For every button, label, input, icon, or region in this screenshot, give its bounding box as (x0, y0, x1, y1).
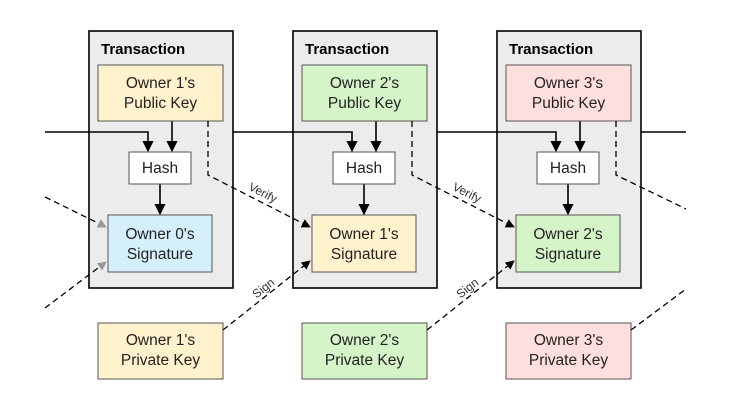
sign-arrow-in (44, 261, 107, 309)
signature-line-1: Owner 2's (533, 226, 603, 243)
verify-arrow-1 (207, 121, 311, 228)
chain-to-hash-arrow (293, 131, 358, 153)
signature-line-2: Signature (535, 246, 601, 263)
hash-box: Hash (332, 151, 396, 185)
sign-arrow-1 (222, 260, 311, 331)
public-key-line-2: Public Key (532, 95, 605, 112)
transaction-title: Transaction (509, 41, 593, 58)
private-key-line-1: Owner 3's (534, 332, 604, 349)
verify-label: Verify (450, 180, 483, 206)
signature-line-1: Owner 0's (125, 226, 195, 243)
verify-arrow-in (44, 196, 107, 228)
verify-arrow-out (615, 121, 687, 210)
private-key-box-owner-1: Owner 1's Private Key (97, 322, 224, 380)
signature-box-owner-1: Owner 1's Signature (311, 214, 417, 273)
chain-to-hash-arrow (497, 131, 562, 153)
hash-label: Hash (142, 160, 178, 177)
hash-label: Hash (346, 160, 382, 177)
public-key-line-1: Owner 3's (534, 75, 604, 92)
private-key-box-owner-2: Owner 2's Private Key (301, 322, 428, 380)
signature-line-2: Signature (127, 246, 193, 263)
transaction-title: Transaction (101, 41, 185, 58)
private-key-line-2: Private Key (529, 352, 609, 369)
transaction-title: Transaction (305, 41, 389, 58)
sign-arrow-2 (426, 260, 515, 331)
hash-label: Hash (550, 160, 586, 177)
signature-box-owner-2: Owner 2's Signature (515, 214, 621, 273)
chain-to-hash-arrow (89, 131, 154, 153)
signature-box-owner-0: Owner 0's Signature (107, 214, 213, 273)
sign-arrow-out (630, 288, 687, 331)
verify-label: Verify (246, 180, 279, 206)
hash-box: Hash (128, 151, 192, 185)
hash-box: Hash (536, 151, 600, 185)
private-key-line-2: Private Key (121, 352, 201, 369)
public-key-box-owner-2: Owner 2's Public Key (301, 64, 428, 122)
public-key-line-1: Owner 2's (330, 75, 400, 92)
public-key-line-2: Public Key (328, 95, 401, 112)
public-key-line-1: Owner 1's (126, 75, 196, 92)
verify-arrow-2 (411, 121, 515, 228)
public-key-box-owner-1: Owner 1's Public Key (97, 64, 224, 122)
signature-line-2: Signature (331, 246, 397, 263)
private-key-line-1: Owner 1's (126, 332, 196, 349)
signature-line-1: Owner 1's (329, 226, 399, 243)
private-key-line-2: Private Key (325, 352, 405, 369)
private-key-line-1: Owner 2's (330, 332, 400, 349)
public-key-line-2: Public Key (124, 95, 197, 112)
public-key-box-owner-3: Owner 3's Public Key (505, 64, 632, 122)
private-key-box-owner-3: Owner 3's Private Key (505, 322, 632, 380)
